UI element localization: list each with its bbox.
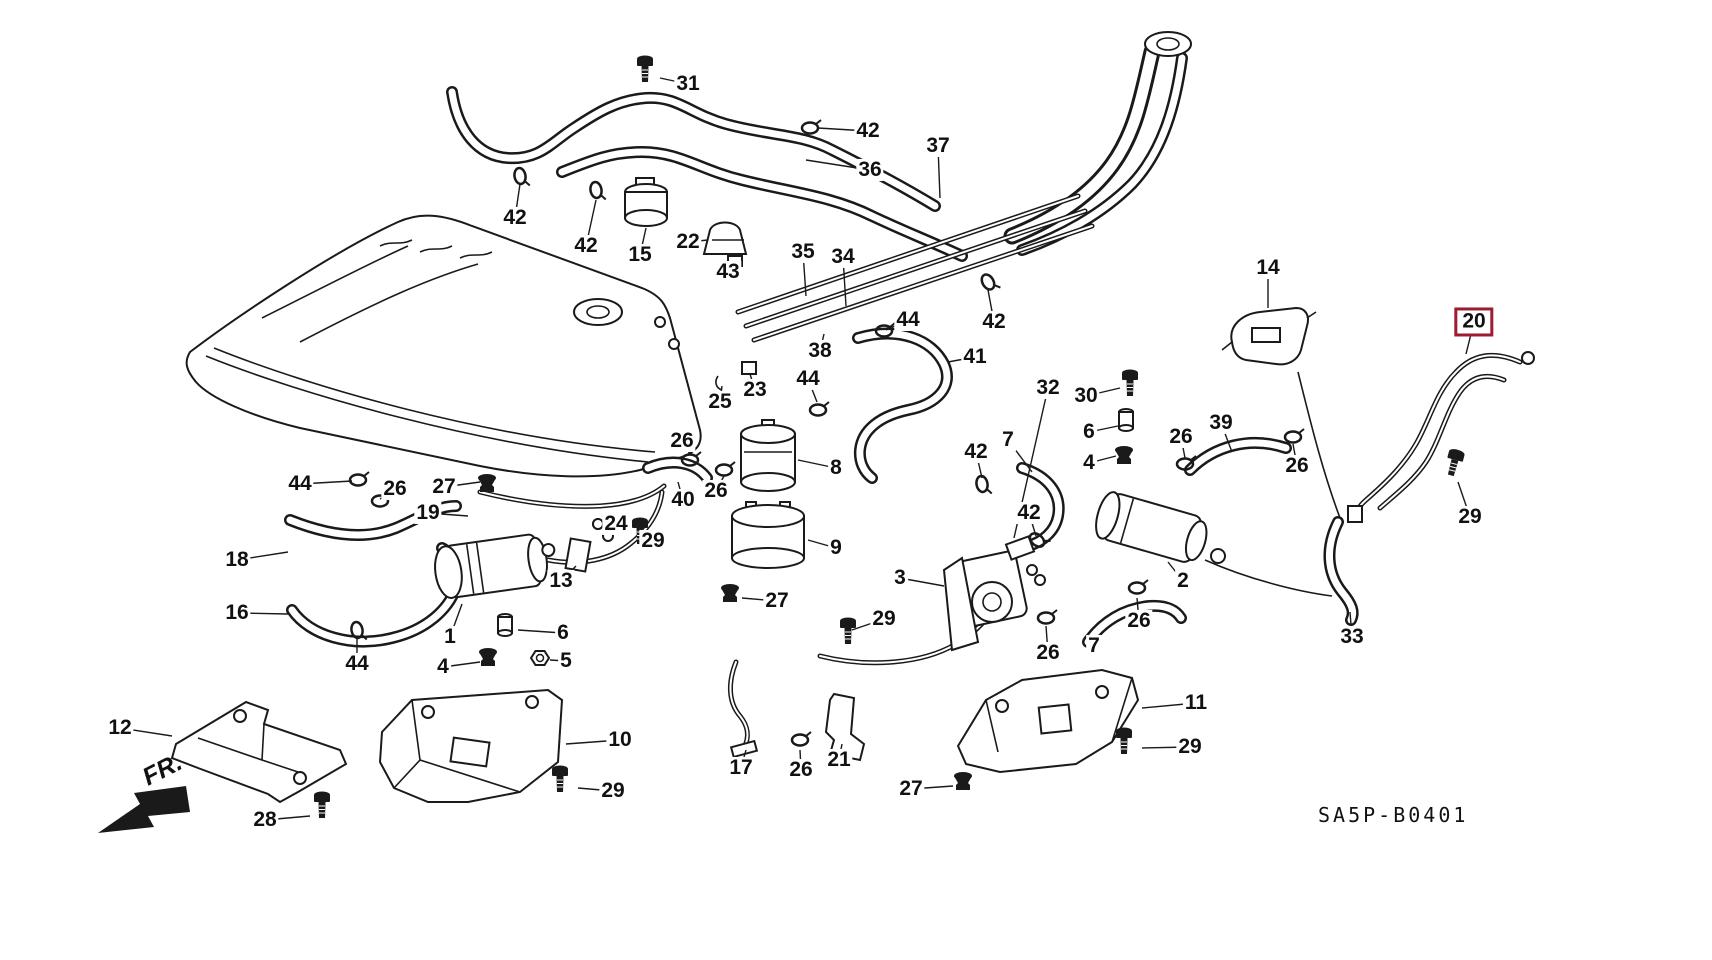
bracket-17-foot: [729, 739, 759, 759]
part-callout-42[interactable]: 42: [501, 205, 529, 230]
part-callout-22[interactable]: 22: [674, 229, 702, 254]
part-callout-42[interactable]: 42: [962, 439, 990, 464]
part-callout-24[interactable]: 24: [602, 511, 630, 536]
part-callout-42[interactable]: 42: [1015, 500, 1043, 525]
part-callout-13[interactable]: 13: [547, 568, 575, 593]
part-callout-34[interactable]: 34: [829, 244, 857, 269]
part-callout-26[interactable]: 26: [702, 478, 730, 503]
part-callout-25[interactable]: 25: [706, 389, 734, 414]
part-callout-26[interactable]: 26: [668, 428, 696, 453]
part-callout-15[interactable]: 15: [626, 242, 654, 267]
part-callout-29[interactable]: 29: [870, 606, 898, 631]
part-callout-32[interactable]: 32: [1034, 375, 1062, 400]
part-callout-1[interactable]: 1: [442, 624, 458, 649]
part-callout-38[interactable]: 38: [806, 338, 834, 363]
part-callout-26[interactable]: 26: [1034, 640, 1062, 665]
part-callout-26[interactable]: 26: [1125, 608, 1153, 633]
bracket-11: [956, 668, 1140, 774]
part-callout-42[interactable]: 42: [980, 309, 1008, 334]
part-callout-12[interactable]: 12: [106, 715, 134, 740]
part-callout-31[interactable]: 31: [674, 71, 702, 96]
part-callout-26[interactable]: 26: [381, 476, 409, 501]
part-callout-7[interactable]: 7: [1000, 427, 1016, 452]
part-callout-14[interactable]: 14: [1254, 255, 1282, 280]
fitting-23-25: [715, 361, 757, 391]
part-callout-44[interactable]: 44: [343, 651, 371, 676]
part-callout-23[interactable]: 23: [741, 377, 769, 402]
part-callout-44[interactable]: 44: [794, 366, 822, 391]
part-callout-29[interactable]: 29: [599, 778, 627, 803]
part-callout-27[interactable]: 27: [763, 588, 791, 613]
valve-15: [624, 177, 668, 227]
part-callout-27[interactable]: 27: [897, 776, 925, 801]
part-callout-5[interactable]: 5: [558, 648, 574, 673]
part-callout-3[interactable]: 3: [892, 565, 908, 590]
part-callout-44[interactable]: 44: [286, 471, 314, 496]
front-direction-arrow: FR.: [98, 748, 190, 833]
part-callout-4[interactable]: 4: [435, 654, 451, 679]
part-callout-7[interactable]: 7: [1086, 633, 1102, 658]
canister-9: [731, 501, 805, 569]
part-callout-6[interactable]: 6: [1081, 419, 1097, 444]
part-callout-29[interactable]: 29: [639, 528, 667, 553]
part-callout-43[interactable]: 43: [714, 259, 742, 284]
part-callout-21[interactable]: 21: [825, 747, 853, 772]
part-callout-30[interactable]: 30: [1072, 383, 1100, 408]
part-callout-11[interactable]: 11: [1182, 690, 1210, 715]
drawing-code: SA5P-B0401: [1318, 803, 1469, 827]
part-callout-37[interactable]: 37: [924, 133, 952, 158]
part-callout-33[interactable]: 33: [1338, 624, 1366, 649]
part-callout-16[interactable]: 16: [223, 600, 251, 625]
part-callout-41[interactable]: 41: [961, 344, 989, 369]
part-callout-36[interactable]: 36: [856, 157, 884, 182]
part-callout-26[interactable]: 26: [1167, 424, 1195, 449]
part-callout-29[interactable]: 29: [1176, 734, 1204, 759]
fuel-pump-1: [434, 533, 556, 599]
part-callout-26[interactable]: 26: [1283, 453, 1311, 478]
part-callout-10[interactable]: 10: [606, 727, 634, 752]
part-callout-8[interactable]: 8: [828, 455, 844, 480]
part-callout-2[interactable]: 2: [1175, 568, 1191, 593]
part-callout-28[interactable]: 28: [251, 807, 279, 832]
fuel-tank-body: [185, 214, 702, 478]
part-callout-17[interactable]: 17: [727, 755, 755, 780]
bracket-10: [378, 688, 564, 803]
part-callout-29[interactable]: 29: [1456, 504, 1484, 529]
part-callout-9[interactable]: 9: [828, 535, 844, 560]
fuel-pipes: [480, 196, 1535, 748]
part-callout-19[interactable]: 19: [414, 500, 442, 525]
part-callout-35[interactable]: 35: [789, 239, 817, 264]
part-callout-27[interactable]: 27: [430, 474, 458, 499]
fuel-filter-8: [740, 419, 796, 492]
pump-assembly-3: [942, 535, 1046, 652]
part-callout-44[interactable]: 44: [894, 307, 922, 332]
part-callout-42[interactable]: 42: [854, 118, 882, 143]
part-callout-6[interactable]: 6: [555, 620, 571, 645]
fuel-hoses: [290, 31, 1353, 642]
part-callout-18[interactable]: 18: [223, 547, 251, 572]
part-callout-26[interactable]: 26: [787, 757, 815, 782]
part-callout-40[interactable]: 40: [669, 487, 697, 512]
part-callout-39[interactable]: 39: [1207, 410, 1235, 435]
part-callout-42[interactable]: 42: [572, 233, 600, 258]
bracket-12: [170, 700, 348, 804]
part-callout-20-highlighted[interactable]: 20: [1454, 307, 1494, 337]
bracket-14: [1221, 306, 1317, 366]
part-callout-4[interactable]: 4: [1081, 450, 1097, 475]
fuel-pump-2: [1095, 491, 1226, 564]
